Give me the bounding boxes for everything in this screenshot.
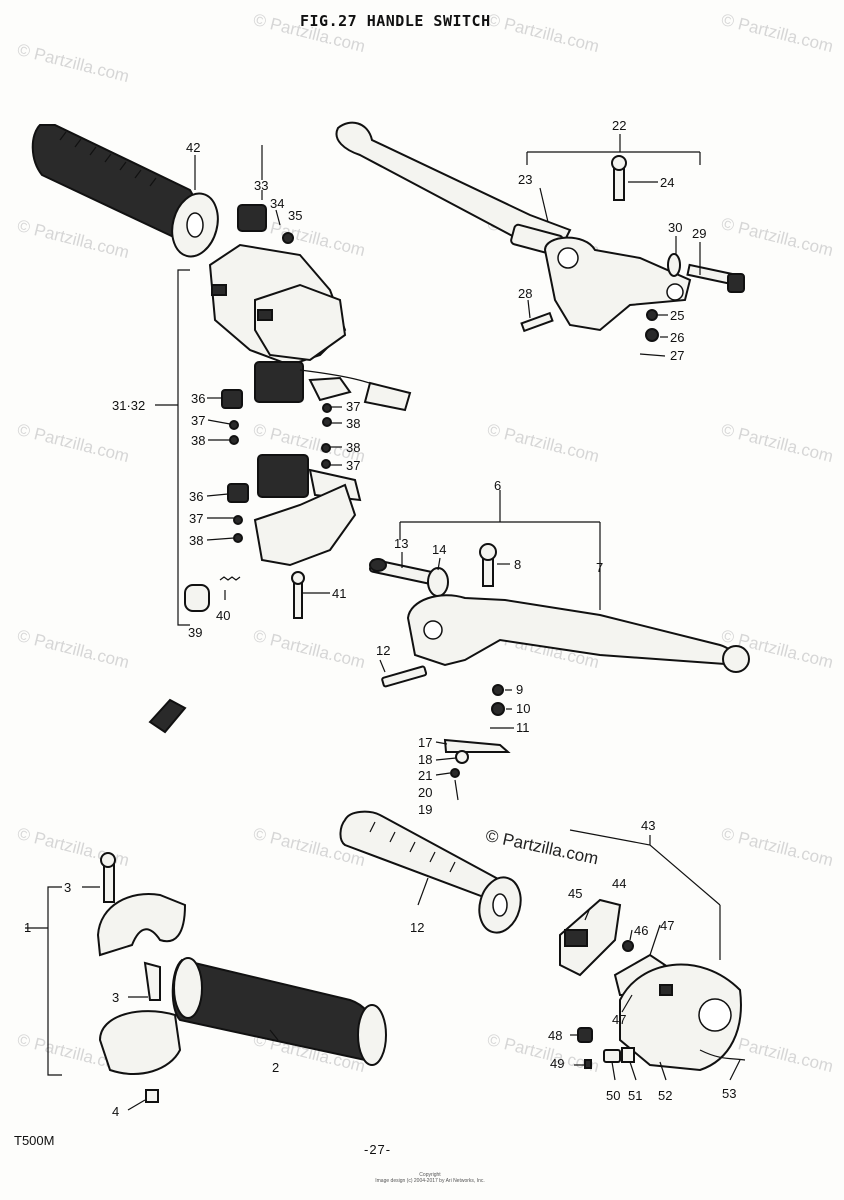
callout-label: 52 [658,1088,672,1103]
clutch-lever-part [369,490,750,801]
callout-label: 24 [660,175,674,190]
callout-label: 39 [188,625,202,640]
callout-label: 46 [634,923,648,938]
callout-label: 44 [612,876,626,891]
callout-label: 27 [670,348,684,363]
callout-label: 43 [641,818,655,833]
callout-label: 40 [216,608,230,623]
callout-label: 38 [189,533,203,548]
callout-label: 23 [518,172,532,187]
callout-label: 1 [24,920,31,935]
callout-label: 13 [394,536,408,551]
callout-label: 28 [518,286,532,301]
callout-label: 42 [186,140,200,155]
callout-label: 47 [660,918,674,933]
callout-label: 18 [418,752,432,767]
callout-label: 38 [191,433,205,448]
right-grip-part [339,810,522,934]
callout-label: 21 [418,768,432,783]
callout-label: 49 [550,1056,564,1071]
callout-label: 38 [346,440,360,455]
copyright-line: Copyright [419,1172,441,1178]
callout-label: 37 [346,399,360,414]
callout-label: 50 [606,1088,620,1103]
callout-label: 22 [612,118,626,133]
callout-label: 33 [254,178,268,193]
callout-label: 7 [596,560,603,575]
callout-label: 45 [568,886,582,901]
callout-label: 17 [418,735,432,750]
throttle-assembly-part [25,852,387,1103]
left-switch-housing-part [184,145,412,619]
callout-label: 38 [346,416,360,431]
callout-label: 10 [516,701,530,716]
callout-label: 26 [670,330,684,345]
callout-label: 37 [189,511,203,526]
callout-label: 48 [548,1028,562,1043]
callout-label: 34 [270,196,284,211]
direction-arrow-mark [148,698,187,734]
left-grip-part [31,124,219,258]
callout-label: 35 [288,208,302,223]
callout-label: 2 [272,1060,279,1075]
callout-label: 3 [112,990,119,1005]
callout-label: 41 [332,586,346,601]
callout-label: 12 [376,643,390,658]
callout-label: 30 [668,220,682,235]
callout-label: 4 [112,1104,119,1119]
callout-label: 11 [516,720,530,735]
callout-label: 14 [432,542,446,557]
callout-label: 19 [418,802,432,817]
model-code: T500M [14,1133,55,1148]
callout-label: 8 [514,557,521,572]
callout-label: 9 [516,682,523,697]
callout-label: 36 [189,489,203,504]
callout-label: 3 [64,880,71,895]
callout-labels: 42 33 34 35 31·32 36 37 38 37 38 38 37 3… [24,118,736,1119]
right-switch-housing-part [559,829,746,1072]
bracket-line [177,269,190,626]
callout-label: 47 [612,1012,626,1027]
copyright-notice: Copyright Image design (c) 2004-2017 by … [300,1172,560,1184]
callout-label: 36 [191,391,205,406]
callout-label: 6 [494,478,501,493]
callout-label: 51 [628,1088,642,1103]
callout-label: 12 [410,920,424,935]
brake-lever-part [335,121,745,357]
copyright-line: Image design (c) 2004-2017 by Ari Networ… [375,1178,485,1184]
callout-label: 37 [346,458,360,473]
callout-label: 20 [418,785,432,800]
callout-label: 53 [722,1086,736,1101]
callout-label: 31·32 [112,398,145,413]
callout-label: 25 [670,308,684,323]
callout-label: 37 [191,413,205,428]
page-number: -27- [364,1142,392,1157]
callout-label: 29 [692,226,706,241]
figure-title: FIG.27 HANDLE SWITCH [300,12,491,30]
